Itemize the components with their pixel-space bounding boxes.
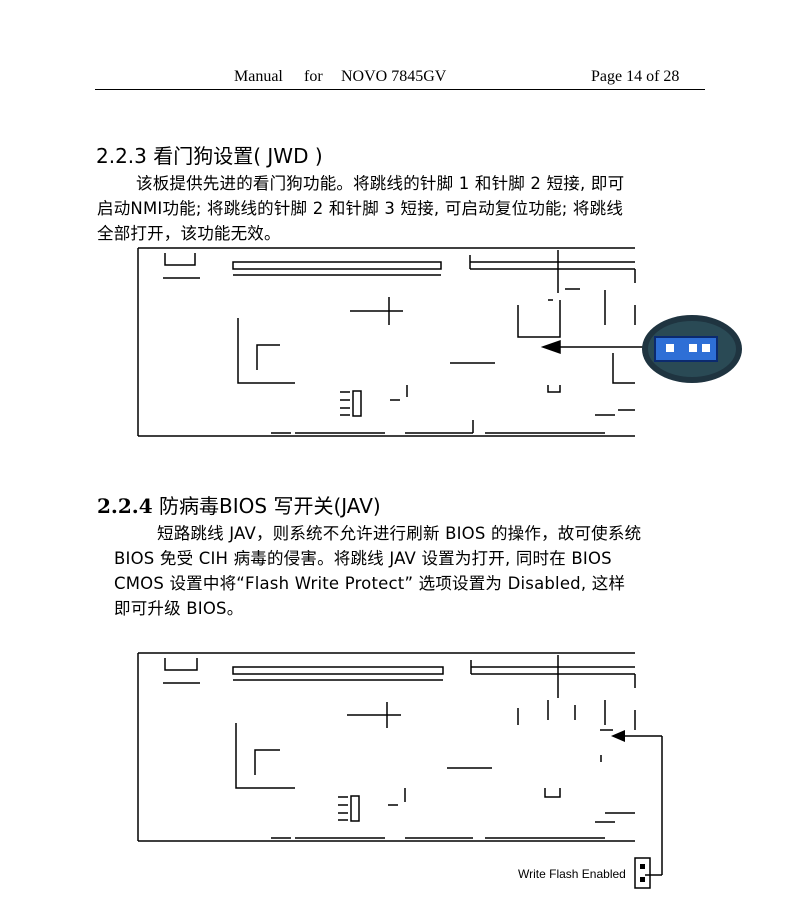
section2-heading-num: 2.2.4	[97, 494, 153, 518]
header-rule	[95, 89, 705, 90]
section-heading-number: 2.2.4 防病毒BIOS 写开关(JAV)	[97, 490, 381, 519]
section1-line-3: 全部打开，该功能无效。	[97, 224, 281, 243]
section2-line-1: 短路跳线 JAV，则系统不允许进行刷新 BIOS 的操作，故可使系统	[157, 524, 642, 543]
section2-line-3: CMOS 设置中将“Flash Write Protect” 选项设置为 Dis…	[114, 574, 626, 593]
header-product: NOVO 7845GV	[341, 68, 447, 85]
section2-line-4: 即可升级 BIOS。	[114, 599, 244, 618]
header-manual: Manual	[234, 68, 283, 85]
board-diagram-jav: Write Flash Enabled	[137, 652, 663, 889]
section2-line-2: BIOS 免受 CIH 病毒的侵害。将跳线 JAV 设置为打开, 同时在 BIO…	[114, 549, 612, 568]
callout-write-flash-enabled: Write Flash Enabled	[518, 867, 626, 881]
section-heading-watchdog: 2.2.3 看门狗设置( JWD )	[96, 144, 323, 168]
section1-line-2: 启动NMI功能; 将跳线的针脚 2 和针脚 3 短接, 可启动复位功能; 将跳线	[97, 199, 624, 218]
header-for: for	[304, 68, 323, 85]
section2-heading-text: 防病毒BIOS 写开关(JAV)	[159, 494, 381, 518]
section1-line-1: 该板提供先进的看门狗功能。将跳线的针脚 1 和针脚 2 短接, 即可	[136, 174, 625, 193]
header-page-number: Page 14 of 28	[591, 68, 680, 85]
board-diagram-jwd	[137, 247, 742, 437]
